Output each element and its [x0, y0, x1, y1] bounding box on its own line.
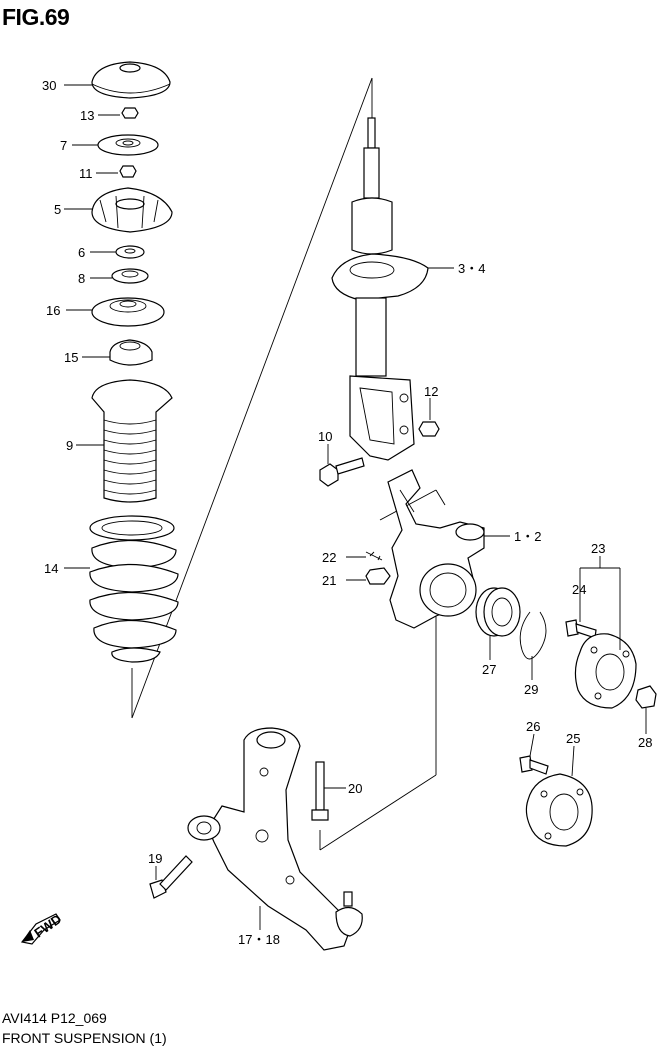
callout-labels: 30 13 7 11 5 6 8 16 15 9 14 3・4 12 10 1・…: [42, 78, 652, 947]
fwd-arrow-icon: FWD: [20, 911, 64, 945]
callout-11: 11: [79, 166, 93, 181]
part-9-dust-boot: [91, 379, 173, 503]
callout-10: 10: [318, 429, 332, 444]
callout-6: 6: [78, 245, 85, 260]
callout-14: 14: [44, 561, 58, 576]
part-14-coil-spring: [89, 515, 179, 663]
callout-17-18: 17・18: [238, 932, 280, 947]
callout-19: 19: [148, 851, 162, 866]
part-7-washer-plate: [97, 134, 159, 156]
callout-29: 29: [524, 682, 538, 697]
part-24-hub-bolt: [565, 619, 597, 639]
part-13-nut: [121, 107, 139, 119]
diagram-name: FRONT SUSPENSION (1): [2, 1030, 167, 1046]
part-12-nut: [418, 421, 440, 437]
callout-28: 28: [638, 735, 652, 750]
part-17-18-lower-control-arm: [187, 727, 363, 951]
callout-9: 9: [66, 438, 73, 453]
callout-7: 7: [60, 138, 67, 153]
callout-24: 24: [572, 582, 586, 597]
callout-12: 12: [424, 384, 438, 399]
part-19-bolt: [149, 855, 193, 899]
part-25-hub: [525, 773, 593, 847]
callout-1-2: 1・2: [514, 529, 541, 544]
callout-5: 5: [54, 202, 61, 217]
callout-16: 16: [46, 303, 60, 318]
callout-26: 26: [526, 719, 540, 734]
part-8-bearing: [111, 268, 149, 284]
figure-title: FIG.69: [2, 4, 70, 30]
part-27-wheel-bearing: [475, 587, 521, 637]
part-26-hub-bolt: [519, 755, 549, 775]
callout-23: 23: [591, 541, 605, 556]
part-3-4-strut-assembly: [331, 117, 429, 461]
callout-22: 22: [322, 550, 336, 565]
callout-15: 15: [64, 350, 78, 365]
part-20-bolt: [311, 761, 329, 821]
callout-3-4: 3・4: [458, 261, 485, 276]
part-11-nut: [119, 165, 137, 178]
part-28-hub-nut: [635, 685, 657, 709]
part-29-circlip: [519, 611, 547, 660]
callout-21: 21: [322, 573, 336, 588]
callout-20: 20: [348, 781, 362, 796]
leader-lines: [64, 84, 647, 930]
diagram-code: AVI414 P12_069: [2, 1010, 107, 1026]
callout-8: 8: [78, 271, 85, 286]
part-1-2-steering-knuckle: [387, 469, 485, 629]
callout-13: 13: [80, 108, 94, 123]
part-5-strut-mount: [91, 187, 173, 233]
part-23-front-hub: [574, 633, 637, 709]
callout-27: 27: [482, 662, 496, 677]
part-21-nut: [365, 567, 391, 585]
callout-30: 30: [42, 78, 56, 93]
part-10-bolt: [319, 457, 365, 487]
part-22-pin: [365, 551, 383, 561]
part-6-washer: [115, 245, 145, 259]
fwd-label: FWD: [31, 911, 64, 940]
part-30-strut-cover: [91, 61, 171, 99]
part-16-spring-seat: [91, 297, 165, 327]
part-15-bump-stopper: [109, 339, 153, 366]
callout-25: 25: [566, 731, 580, 746]
